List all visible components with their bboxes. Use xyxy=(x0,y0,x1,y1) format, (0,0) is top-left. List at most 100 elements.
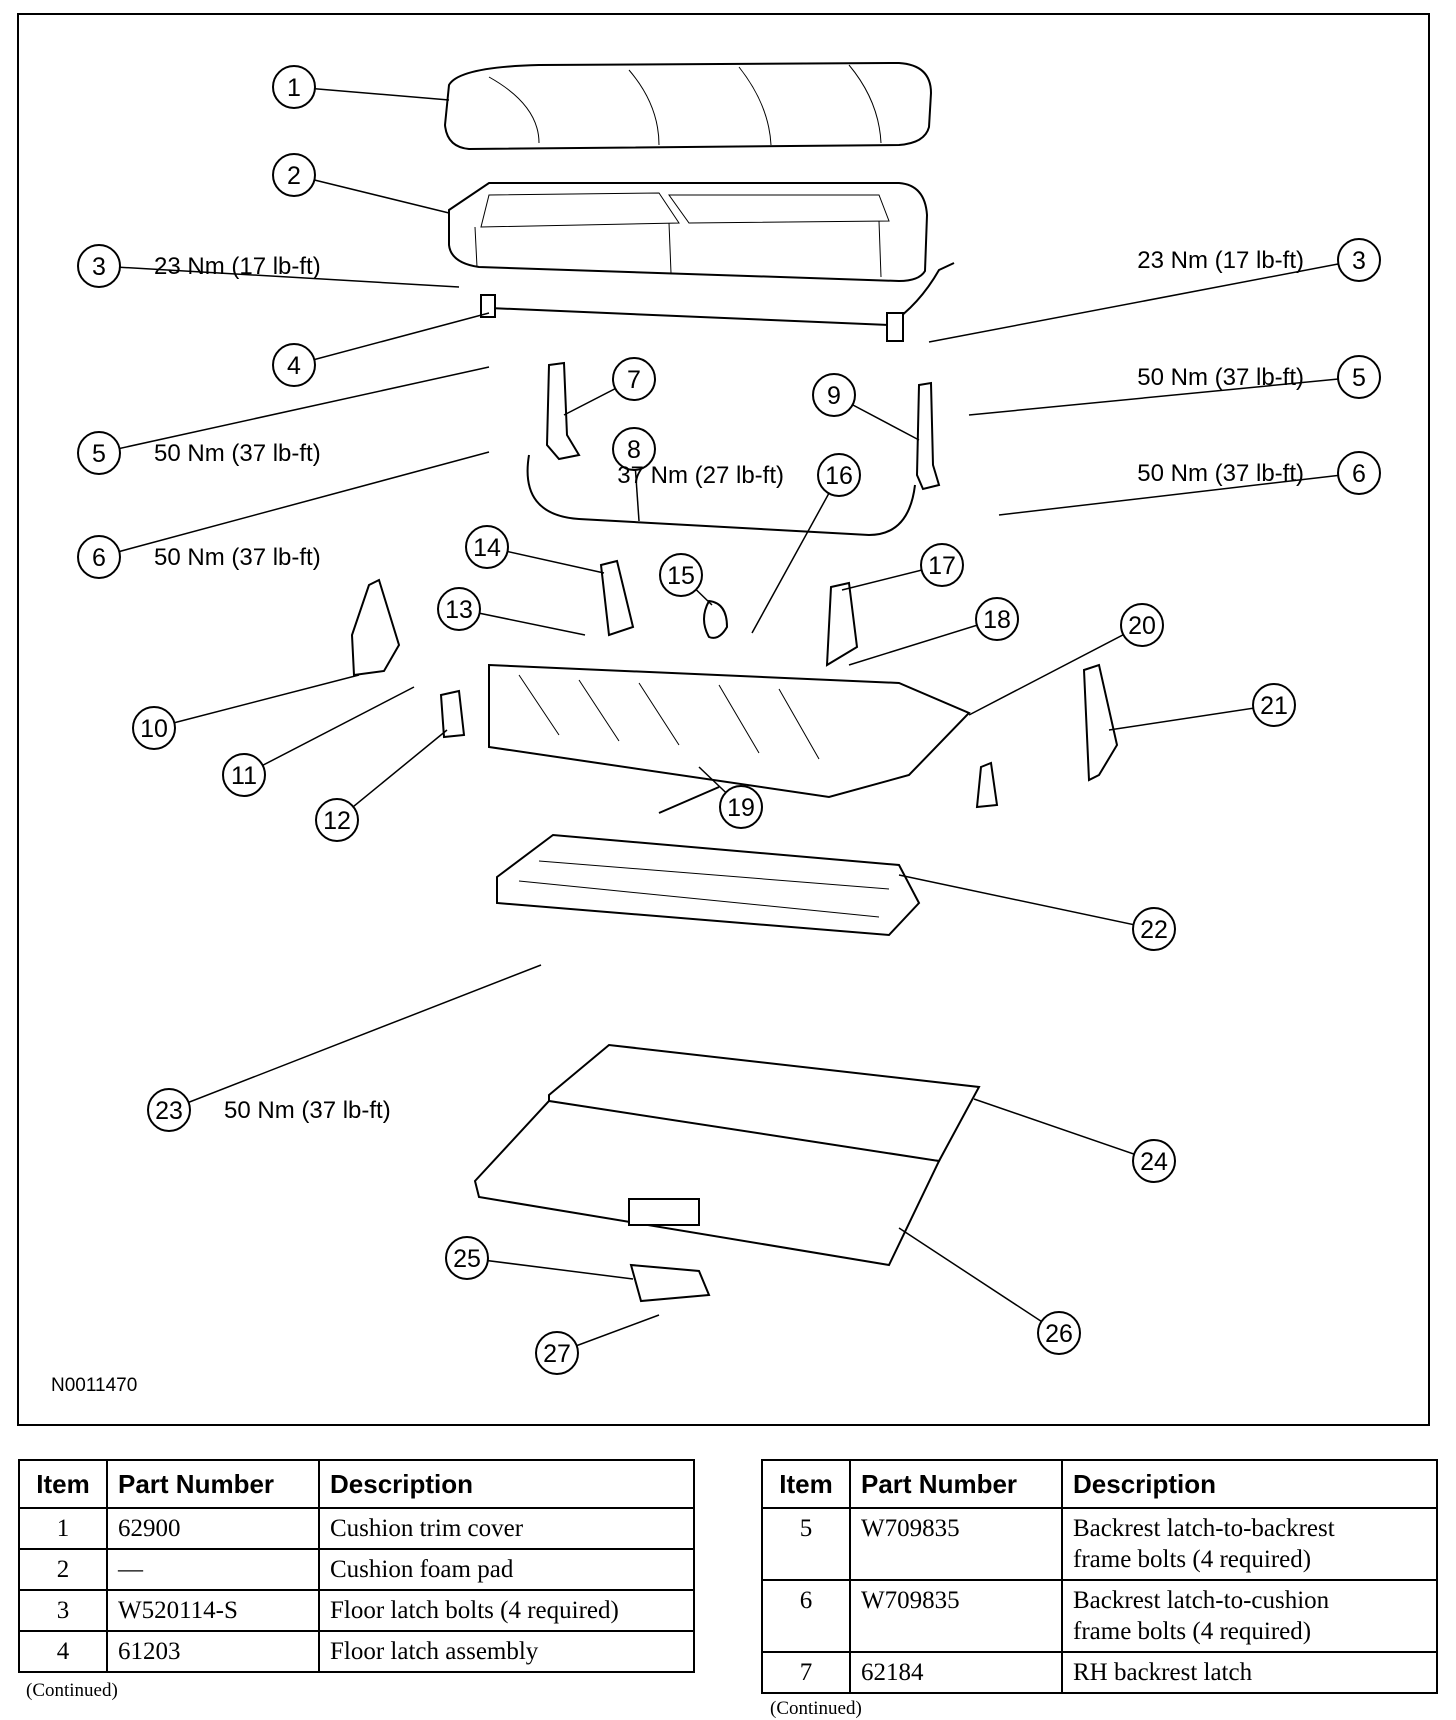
callout-number: 1 xyxy=(287,74,301,102)
callout-17: 17 xyxy=(841,543,964,591)
part-bracket-left xyxy=(350,578,401,677)
leader-line xyxy=(751,474,840,634)
callout-circle xyxy=(222,753,266,797)
callout-circle xyxy=(77,535,121,579)
callout-circle xyxy=(612,427,656,471)
callout-number: 3 xyxy=(92,253,106,281)
callout-number: 21 xyxy=(1260,692,1288,720)
column-header-description: Description xyxy=(1061,1459,1438,1509)
callout-11: 11 xyxy=(222,686,415,797)
callout-22: 22 xyxy=(898,874,1176,951)
leader-line xyxy=(168,964,542,1111)
leader-line xyxy=(243,686,415,776)
callout-19: 19 xyxy=(698,766,763,829)
callout-number: 5 xyxy=(92,440,106,468)
leader-line xyxy=(898,1227,1060,1334)
callout-18: 18 xyxy=(848,597,1019,666)
part-bracket-17 xyxy=(825,581,859,667)
callout-2: 2 xyxy=(272,153,450,214)
leader-line xyxy=(998,472,1360,516)
callout-circle xyxy=(1252,683,1296,727)
callout-15: 15 xyxy=(659,553,713,606)
leader-line xyxy=(973,1098,1155,1162)
cell-description: Floor latch bolts (4 required) xyxy=(318,1589,695,1632)
column-header-description: Description xyxy=(318,1459,695,1509)
callout-circle xyxy=(77,244,121,288)
cell-part-number: W709835 xyxy=(849,1507,1063,1581)
cell-part-number: 62184 xyxy=(849,1651,1063,1694)
cell-description: Floor latch assembly xyxy=(318,1630,695,1673)
callout-number: 5 xyxy=(1352,364,1366,392)
callout-number: 16 xyxy=(825,462,853,490)
cell-item: 4 xyxy=(18,1630,108,1673)
callout-circle xyxy=(1132,1139,1176,1183)
figure-id: N0011470 xyxy=(51,1375,138,1396)
leader-line xyxy=(968,376,1360,416)
column-header-part-number: Part Number xyxy=(106,1459,320,1509)
leader-line xyxy=(293,312,490,366)
torque-spec: 50 Nm (37 lb-ft) xyxy=(154,440,321,467)
callout-number: 7 xyxy=(627,366,641,394)
callout-number: 20 xyxy=(1128,612,1156,640)
callout-number: 24 xyxy=(1140,1148,1168,1176)
table-row: 4 61203 Floor latch assembly xyxy=(18,1630,695,1673)
leader-line xyxy=(336,729,448,821)
callout-circle xyxy=(1037,1311,1081,1355)
callout-circle xyxy=(315,798,359,842)
part-floor-latch-assembly xyxy=(480,262,955,342)
cell-item: 5 xyxy=(761,1507,851,1581)
part-rh-backrest-latch xyxy=(545,361,581,461)
continued-note-right: (Continued) xyxy=(770,1698,862,1719)
table-row: 3 W520114-S Floor latch bolts (4 require… xyxy=(18,1589,695,1632)
callout-27: 27 xyxy=(535,1314,660,1375)
callout-number: 11 xyxy=(231,762,257,790)
callout-circle xyxy=(77,431,121,475)
callout-9: 9 xyxy=(812,373,920,441)
leader-line xyxy=(293,174,450,214)
callout-circle xyxy=(659,553,703,597)
callout-circle xyxy=(1337,238,1381,282)
cell-description: Cushion foam pad xyxy=(318,1548,695,1591)
callout-circle xyxy=(612,357,656,401)
callout-circle xyxy=(812,373,856,417)
part-cable xyxy=(526,454,916,537)
table-row: 7 62184 RH backrest latch xyxy=(761,1651,1438,1694)
cell-item: 6 xyxy=(761,1579,851,1653)
callout-circle xyxy=(1337,355,1381,399)
callout-number: 19 xyxy=(727,794,755,822)
callout-circle xyxy=(272,343,316,387)
cell-item: 2 xyxy=(18,1548,108,1591)
leader-line xyxy=(466,1257,634,1280)
callout-circle xyxy=(535,1331,579,1375)
callout-number: 13 xyxy=(445,596,473,624)
callout-number: 4 xyxy=(287,352,301,380)
callout-5: 550 Nm (37 lb-ft) xyxy=(968,355,1381,416)
description-line: frame bolts (4 required) xyxy=(1073,1618,1312,1645)
part-latch-handle xyxy=(629,1263,711,1303)
column-header-item: Item xyxy=(761,1459,851,1509)
callout-3: 323 Nm (17 lb-ft) xyxy=(928,238,1381,343)
part-bracket-right-small xyxy=(975,761,999,809)
leader-line xyxy=(293,86,450,101)
callout-number: 26 xyxy=(1045,1320,1073,1348)
table-header-row: Item Part Number Description xyxy=(761,1459,1438,1509)
leader-line xyxy=(98,366,490,454)
part-cushion-trim-cover xyxy=(443,61,933,151)
continued-note-left: (Continued) xyxy=(26,1680,118,1701)
cell-part-number: — xyxy=(106,1548,320,1591)
part-seat-pan xyxy=(496,833,921,937)
part-seat-frame xyxy=(488,663,971,799)
callout-14: 14 xyxy=(465,525,605,574)
table-header-row: Item Part Number Description xyxy=(18,1459,695,1509)
column-header-item: Item xyxy=(18,1459,108,1509)
callout-number: 17 xyxy=(928,552,956,580)
cell-item: 1 xyxy=(18,1507,108,1550)
torque-spec: 23 Nm (17 lb-ft) xyxy=(154,253,321,280)
callout-number: 2 xyxy=(287,162,301,190)
callout-circle xyxy=(920,543,964,587)
callout-number: 18 xyxy=(983,606,1011,634)
callout-number: 22 xyxy=(1140,916,1168,944)
callout-circle xyxy=(975,597,1019,641)
callout-circle xyxy=(719,785,763,829)
